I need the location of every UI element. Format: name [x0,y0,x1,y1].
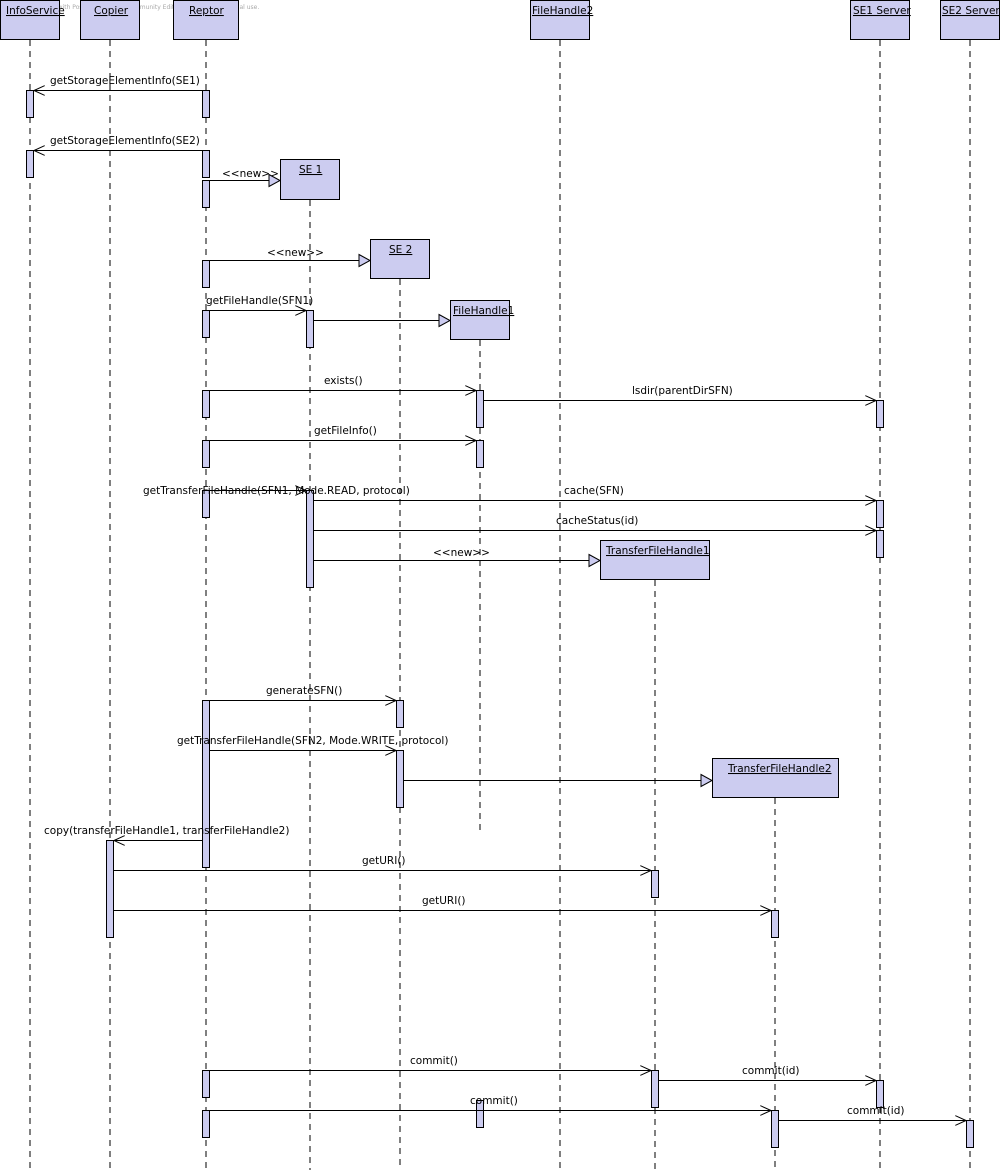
activation-bar [202,490,210,518]
message-label-m10: getTransferFileHandle(SFN1, Mode.READ, p… [143,485,410,497]
participant-filehandle2-box [530,0,590,40]
activation-bar [876,1080,884,1108]
activation-bar [202,150,210,178]
activation-bar [876,500,884,528]
activation-bar [396,700,404,728]
activation-bar [476,1100,484,1128]
message-label-m9: getFileInfo() [314,425,377,437]
participant-copier-box [80,0,140,40]
participant-labels: InfoService Copier Reptor FileHandle2 SE… [6,5,1000,775]
message-label-m12: cacheStatus(id) [556,515,638,527]
participant-se2server-label: SE2 Server [942,5,1000,17]
activation-bar [771,910,779,938]
object-tfh2-label: TransferFileHandle2 [727,763,832,775]
activation-bar [396,750,404,808]
activation-bar [202,700,210,868]
object-se1-label: SE 1 [299,164,322,176]
object-tfh2-box [712,758,839,798]
participant-boxes [0,0,1000,798]
activation-bar [651,1070,659,1108]
participant-se1server-label: SE1 Server [853,5,911,17]
activation-bar [202,440,210,468]
activation-bar [771,1110,779,1148]
message-label-m5: getFileHandle(SFN1) [206,295,313,307]
object-tfh1-box [600,540,710,580]
message-label-m23: commit(id) [847,1105,904,1117]
message-label-m22: commit() [470,1095,518,1107]
message-label-m8: lsdir(parentDirSFN) [632,385,733,397]
activation-bar [202,1070,210,1098]
activation-bar [202,1110,210,1138]
message-label-m19: getURI() [422,895,466,907]
message-label-m4: <<new>> [267,247,324,259]
message-label-m14: generateSFN() [266,685,342,697]
participant-infoservice-label: InfoService [6,5,65,17]
message-label-m21: commit(id) [742,1065,799,1077]
participant-reptor-box [173,0,239,40]
message-label-m11: cache(SFN) [564,485,624,497]
activation-bar [106,840,114,938]
watermark-text: Created with Poseidon for UML Community … [32,4,259,11]
message-label-m2: getStorageElementInfo(SE2) [50,135,200,147]
activation-bar [476,390,484,428]
activation-bar [26,150,34,178]
activation-bar [476,440,484,468]
message-label-m7: exists() [324,375,363,387]
activation-bar [202,90,210,118]
participant-se2server-box [940,0,1000,40]
activation-bar [26,90,34,118]
participant-se1server-box [850,0,910,40]
activation-bar [202,260,210,288]
object-filehandle1-label: FileHandle1 [453,305,514,317]
lifelines [29,40,971,1170]
activation-bar [966,1120,974,1148]
activation-bars [26,90,974,1148]
activation-bar [651,870,659,898]
activation-bar [202,180,210,208]
object-tfh1-label: TransferFileHandle1 [605,545,710,557]
message-arrows [34,91,966,1121]
message-label-m13: <<new>> [433,547,490,559]
activation-bar [876,400,884,428]
participant-copier-label: Copier [94,5,129,17]
activation-bar [202,310,210,338]
message-label-m17: copy(transferFileHandle1, transferFileHa… [44,825,289,837]
participant-filehandle2-label: FileHandle2 [532,5,593,17]
message-label-m1: getStorageElementInfo(SE1) [50,75,200,87]
message-label-m18: getURI() [362,855,406,867]
message-label-m15: getTransferFileHandle(SFN2, Mode.WRITE, … [177,735,448,747]
object-se2-label: SE 2 [389,244,412,256]
activation-bar [306,310,314,348]
activation-bar [876,530,884,558]
message-labels: getStorageElementInfo(SE1) getStorageEle… [44,75,904,1117]
activation-bar [202,390,210,418]
participant-reptor-label: Reptor [189,5,224,17]
participant-infoservice-box [0,0,60,40]
activation-bar [306,490,314,588]
message-label-m3: <<new>> [222,168,279,180]
message-label-m20: commit() [410,1055,458,1067]
